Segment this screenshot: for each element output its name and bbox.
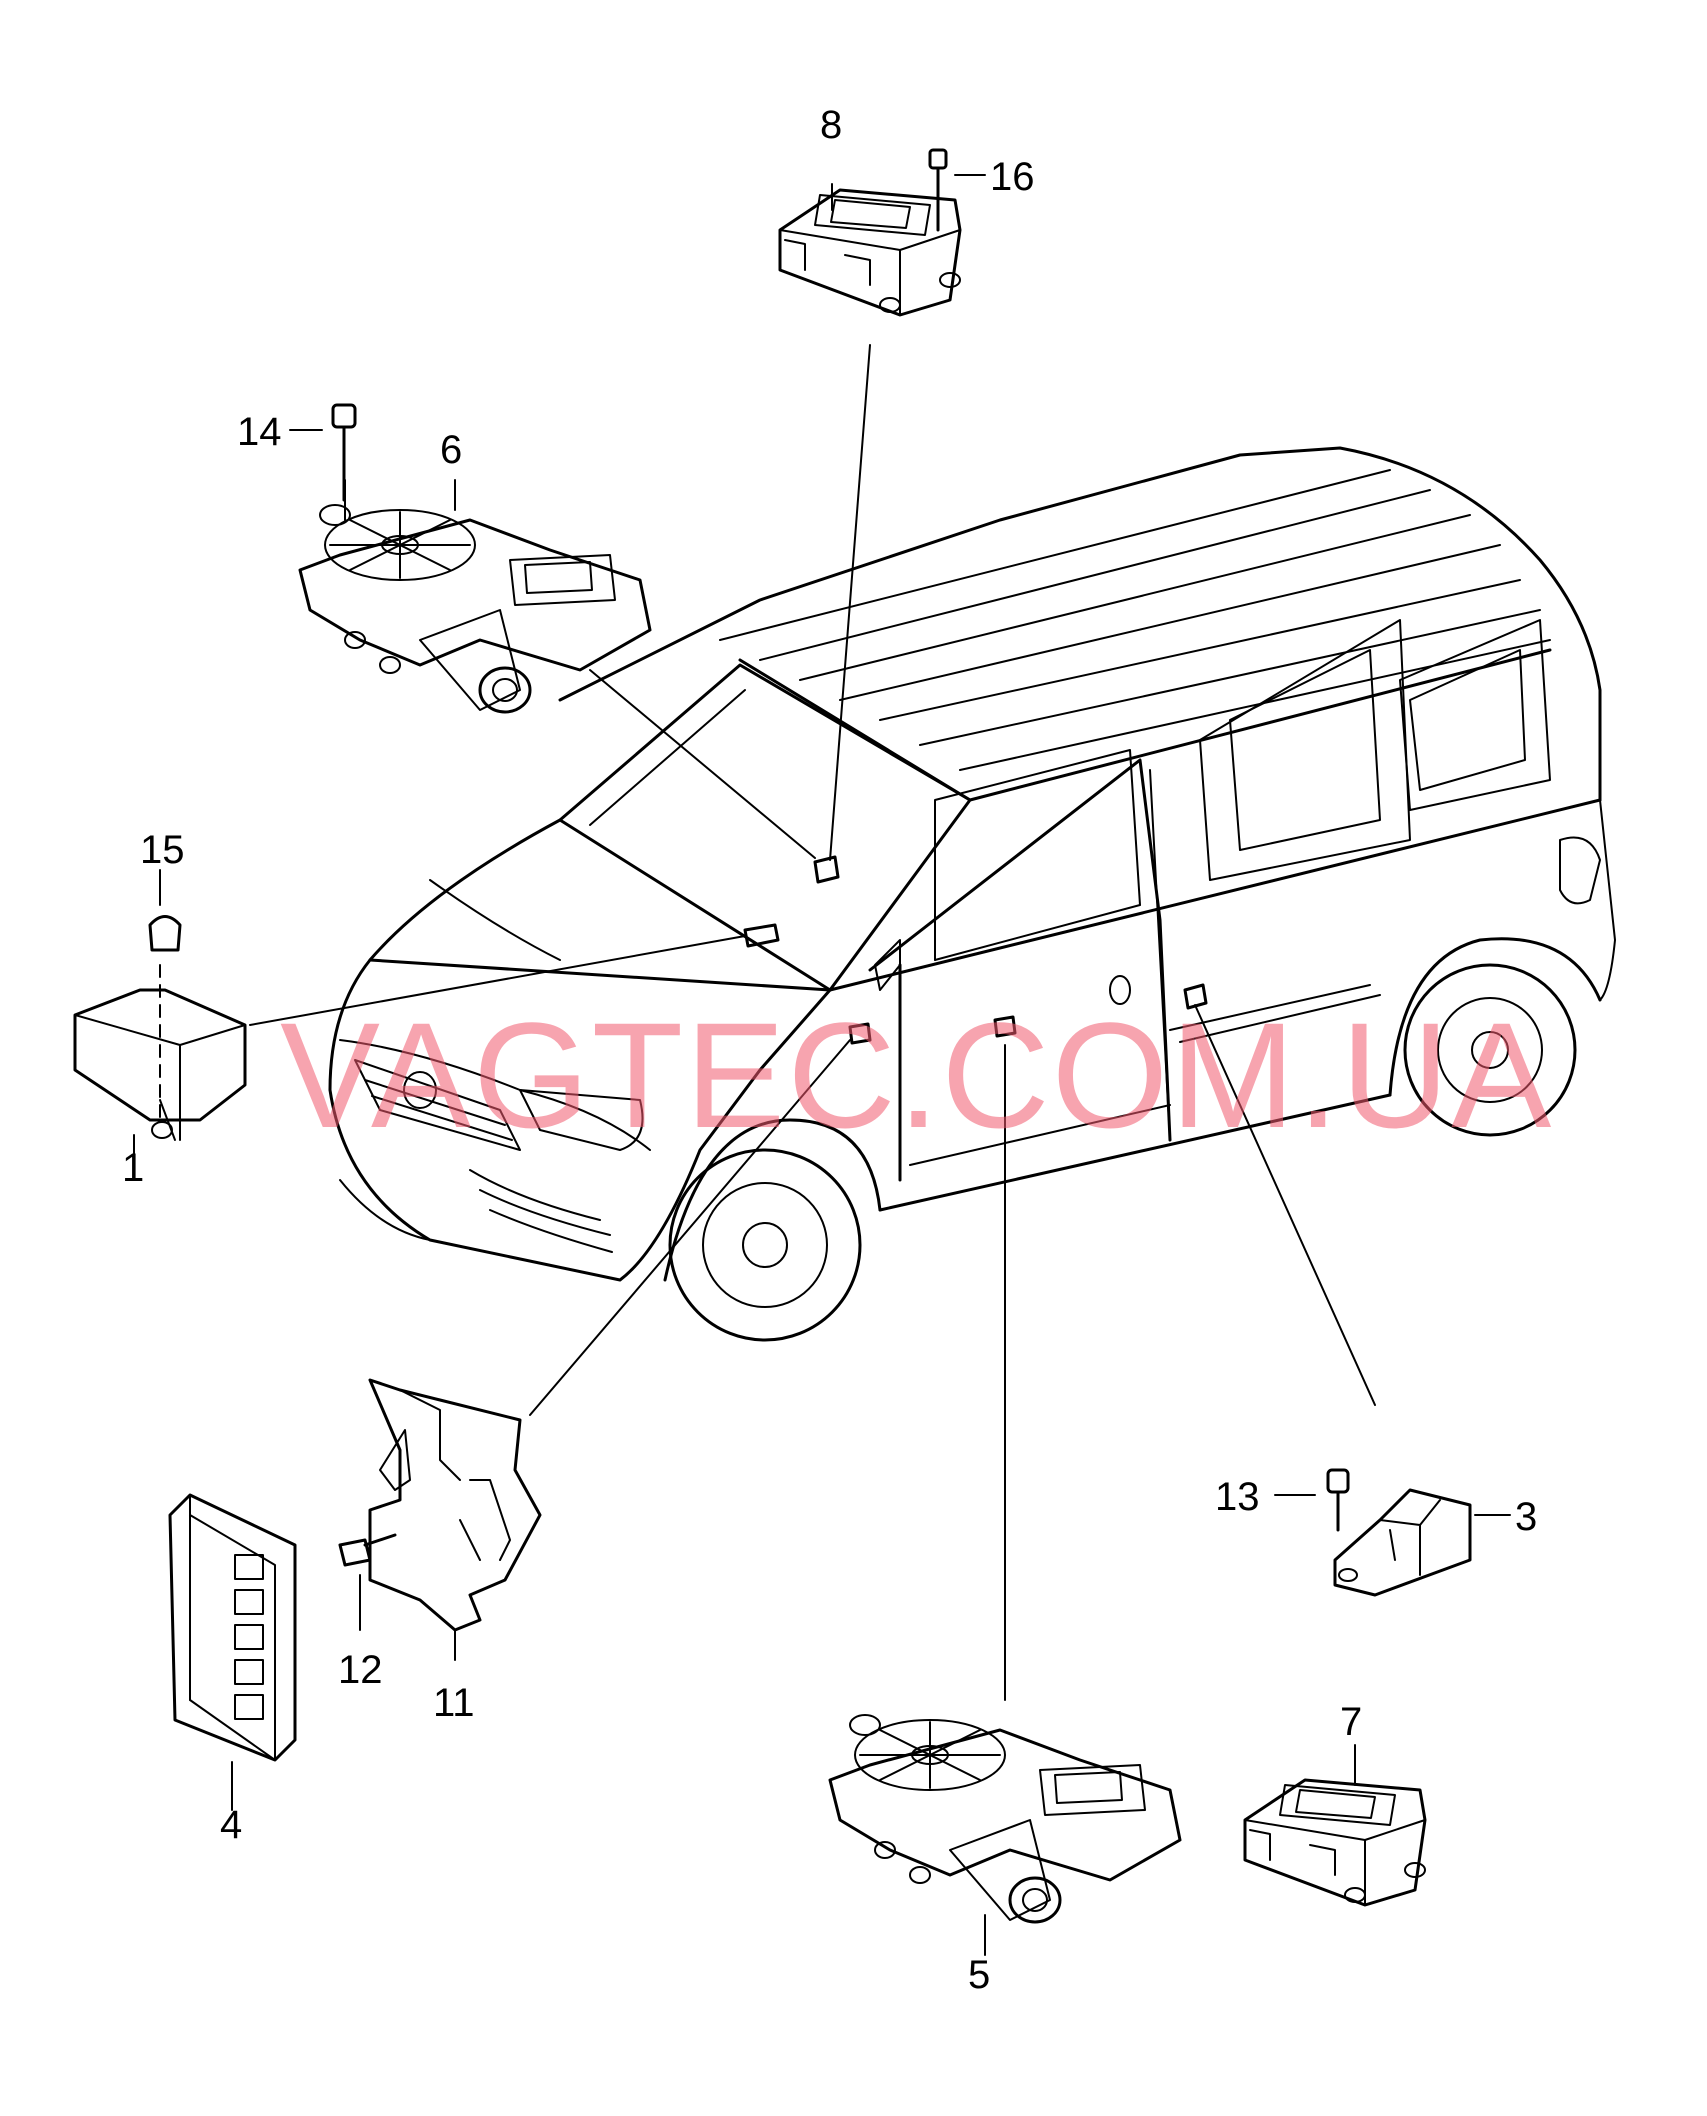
part-16-screw — [928, 148, 986, 232]
callout-1: 1 — [122, 1146, 145, 1190]
callout-8: 8 — [820, 103, 843, 147]
callout-11: 11 — [433, 1681, 475, 1725]
callout-5: 5 — [968, 1953, 991, 1997]
part-8-control-unit — [778, 183, 962, 317]
part-4-relay-carrier — [168, 1493, 297, 1811]
part-5-window-motor — [828, 1714, 1182, 1956]
callout-13: 13 — [1215, 1475, 1260, 1519]
watermark: VAGTEC.COM.UA — [280, 991, 1554, 1159]
callout-7: 7 — [1340, 1700, 1363, 1744]
van-illustration — [328, 446, 1616, 1342]
part-1-bracket — [73, 964, 247, 1161]
callout-14: 14 — [237, 410, 282, 454]
callout-3: 3 — [1515, 1495, 1538, 1539]
part-11-bracket — [368, 1378, 542, 1661]
part-15-clip — [148, 869, 182, 952]
callout-6: 6 — [440, 428, 463, 472]
part-6-window-motor — [298, 479, 652, 714]
part-14-screw — [289, 403, 357, 502]
callout-15: 15 — [140, 828, 185, 872]
callout-12: 12 — [338, 1648, 383, 1692]
callout-4: 4 — [220, 1803, 243, 1847]
callout-16: 16 — [990, 155, 1035, 199]
part-12-bolt — [338, 1533, 397, 1631]
leader-lines — [249, 344, 1376, 1701]
part-7-control-unit — [1243, 1744, 1427, 1907]
part-13-screw — [1274, 1468, 1350, 1532]
part-3-crash-sensor — [1333, 1488, 1511, 1597]
